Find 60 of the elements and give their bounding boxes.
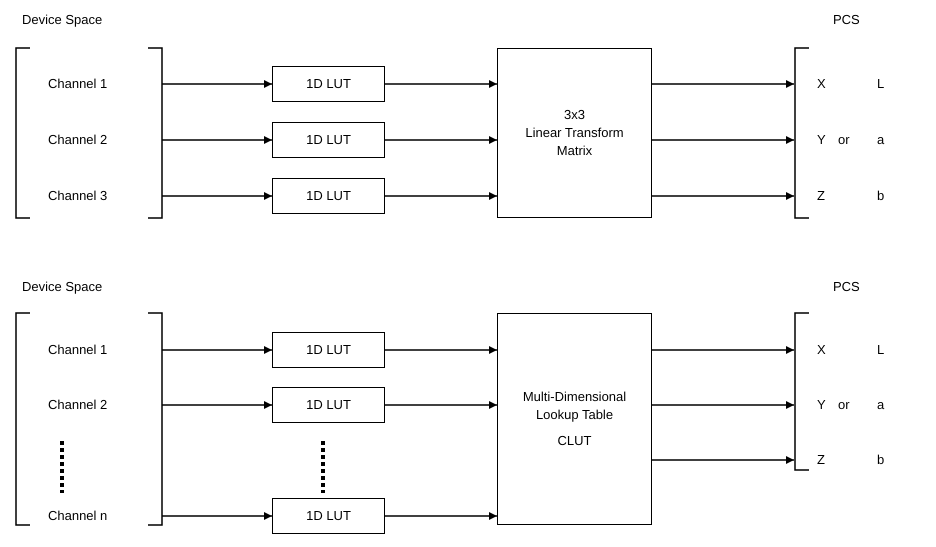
arrow [385,80,497,88]
arrow [385,401,497,409]
box-text: 1D LUT [306,341,351,359]
arrow [652,401,794,409]
transform-box [497,48,652,218]
arrow [385,346,497,354]
box-text: Multi-Dimensional Lookup Table [522,388,628,424]
arrow [162,401,272,409]
lut-box [272,498,385,534]
channel-label: Channel 1 [48,75,108,93]
arrow [162,192,272,200]
output-label: Y [817,131,831,149]
box-text: Linear Transform Matrix [524,124,625,160]
lut-box [272,122,385,158]
output-label: X [817,341,831,359]
arrow [162,80,272,88]
output-label: Z [817,187,831,205]
channel-label: Channel n [48,507,110,525]
arrow [162,512,272,520]
arrow [652,136,794,144]
arrow [162,346,272,354]
output-label: X [817,75,831,93]
arrow [652,80,794,88]
lut-box [272,66,385,102]
box-text: CLUT [556,432,592,450]
output-label: or [838,132,850,148]
box-text: 1D LUT [306,396,351,414]
arrow [652,346,794,354]
box-text: 1D LUT [306,187,351,205]
arrow [652,192,794,200]
output-label: Z [817,451,831,469]
output-label: b [877,452,884,468]
arrow [385,192,497,200]
lut-box [272,332,385,368]
output-label: L [877,342,884,358]
arrow [652,456,794,464]
box-text: 1D LUT [306,507,351,525]
arrow [385,136,497,144]
section-heading: Device Space [22,279,102,295]
arrow [162,136,272,144]
output-label: b [877,188,884,204]
arrow [385,512,497,520]
output-label: L [877,76,884,92]
section-heading: PCS [833,12,860,28]
output-label: a [877,397,884,413]
lut-box [272,178,385,214]
box-text: 1D LUT [306,131,351,149]
box-text: 1D LUT [306,75,351,93]
output-label: a [877,132,884,148]
channel-label: Channel 2 [48,396,110,414]
output-label: Y [817,396,831,414]
channel-label: Channel 3 [48,187,108,205]
section-heading: Device Space [22,12,102,28]
output-label: or [838,397,850,413]
channel-label: Channel 2 [48,131,108,149]
transform-box [497,313,652,525]
box-text: 3x3 [563,106,586,124]
channel-label: Channel 1 [48,341,110,359]
lut-box [272,387,385,423]
section-heading: PCS [833,279,860,295]
